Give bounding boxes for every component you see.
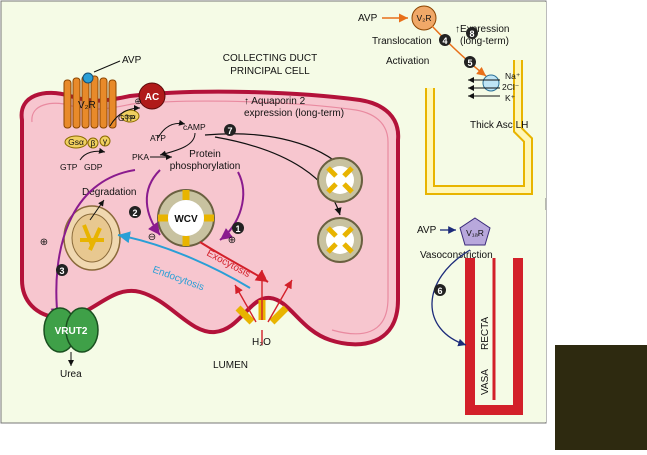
step-8-badge <box>466 27 478 39</box>
cl-label: 2Cl⁻ <box>502 82 520 92</box>
svg-text:5: 5 <box>467 58 472 68</box>
plus-badge: ⊕ <box>134 96 141 106</box>
beta-subunit <box>87 137 99 149</box>
plus-badge-3: ⊕ <box>40 237 48 248</box>
degradation-label: Degradation <box>82 187 136 198</box>
nkcc-transporter <box>482 74 500 92</box>
pka-label: PKA <box>132 152 149 162</box>
svg-text:3: 3 <box>59 266 64 276</box>
recta-label: RECTA <box>480 317 491 350</box>
step-7-badge <box>224 124 236 136</box>
vrut2-transporter <box>43 307 99 353</box>
step-1-badge <box>232 222 244 234</box>
svg-text:8: 8 <box>469 29 474 39</box>
na-label: Na⁺ <box>505 71 521 81</box>
ac-enzyme <box>138 82 166 110</box>
vasa-label: VASA <box>480 369 491 395</box>
tal-v2r <box>411 5 437 31</box>
step-3-badge <box>56 264 68 276</box>
vasoconstriction-label: Vasoconstriction <box>420 250 493 261</box>
tal-expression-line2: (long-term) <box>460 36 509 47</box>
step-2-badge <box>129 206 141 218</box>
v2r-label: V₂R <box>78 100 96 111</box>
dark-corner-block <box>555 345 647 450</box>
vasa-avp-label: AVP <box>417 225 437 236</box>
svg-text:β: β <box>91 138 96 148</box>
aqp2-label-line1: ↑ Aquaporin 2 <box>244 96 306 107</box>
wcv-vesicle <box>157 189 215 247</box>
plus-badge-1: ⊕ <box>228 235 236 246</box>
step-4-badge <box>439 34 451 46</box>
gsa-protein <box>64 135 88 149</box>
aqp2-label-line2: expression (long-term) <box>244 108 344 119</box>
svg-text:4: 4 <box>442 36 447 46</box>
gtp-top-label: GTP <box>118 113 136 123</box>
k-label: K⁺ <box>505 93 516 103</box>
svg-text:Gsα: Gsα <box>68 137 84 147</box>
activation-label: Activation <box>386 56 429 67</box>
gdp-label: GDP <box>84 162 103 172</box>
step-5-badge <box>464 56 476 68</box>
camp-label: cAMP <box>183 122 206 132</box>
avp-label: AVP <box>122 55 142 66</box>
minus-badge: ⊖ <box>148 232 156 243</box>
svg-text:2: 2 <box>132 208 137 218</box>
gsa-active <box>120 109 140 123</box>
protein-label-line1: Protein <box>189 149 221 160</box>
gtp-bottom-label: GTP <box>60 162 78 172</box>
tal-avp-label: AVP <box>358 13 378 24</box>
aqp2-vesicle-upper <box>317 157 363 203</box>
protein-label-line2: phosphorylation <box>170 161 241 172</box>
ac-label: AC <box>145 92 159 103</box>
cell-title-line1: COLLECTING DUCT <box>223 53 317 64</box>
step-6-badge <box>434 284 446 296</box>
v2r-receptor <box>63 72 117 129</box>
h2o-label: H₂O <box>252 337 271 348</box>
svg-text:V₂R: V₂R <box>416 13 431 23</box>
vrut2-label: VRUT2 <box>55 326 88 337</box>
cell-title-line2: PRINCIPAL CELL <box>230 66 310 77</box>
urea-label: Urea <box>60 369 82 380</box>
translocation-label: Translocation <box>372 36 432 47</box>
v1ar-receptor <box>459 217 491 246</box>
thick-asc-label: Thick Asc LH <box>470 120 528 131</box>
vasa-recta-vessel <box>465 258 523 415</box>
svg-text:Gsα: Gsα <box>124 115 136 121</box>
degradation-body <box>63 205 121 271</box>
wcv-label: WCV <box>174 214 198 225</box>
v1ar-label: V₁ₐR <box>466 228 484 238</box>
gamma-subunit <box>99 135 111 147</box>
svg-text:6: 6 <box>437 286 442 296</box>
svg-text:γ: γ <box>103 136 108 146</box>
lumen-label: LUMEN <box>213 360 248 371</box>
svg-text:7: 7 <box>227 126 232 136</box>
svg-text:1: 1 <box>235 224 240 234</box>
tal-expression-line1: ↑Expression <box>455 24 509 35</box>
aqp2-vesicle-lower <box>317 217 363 263</box>
